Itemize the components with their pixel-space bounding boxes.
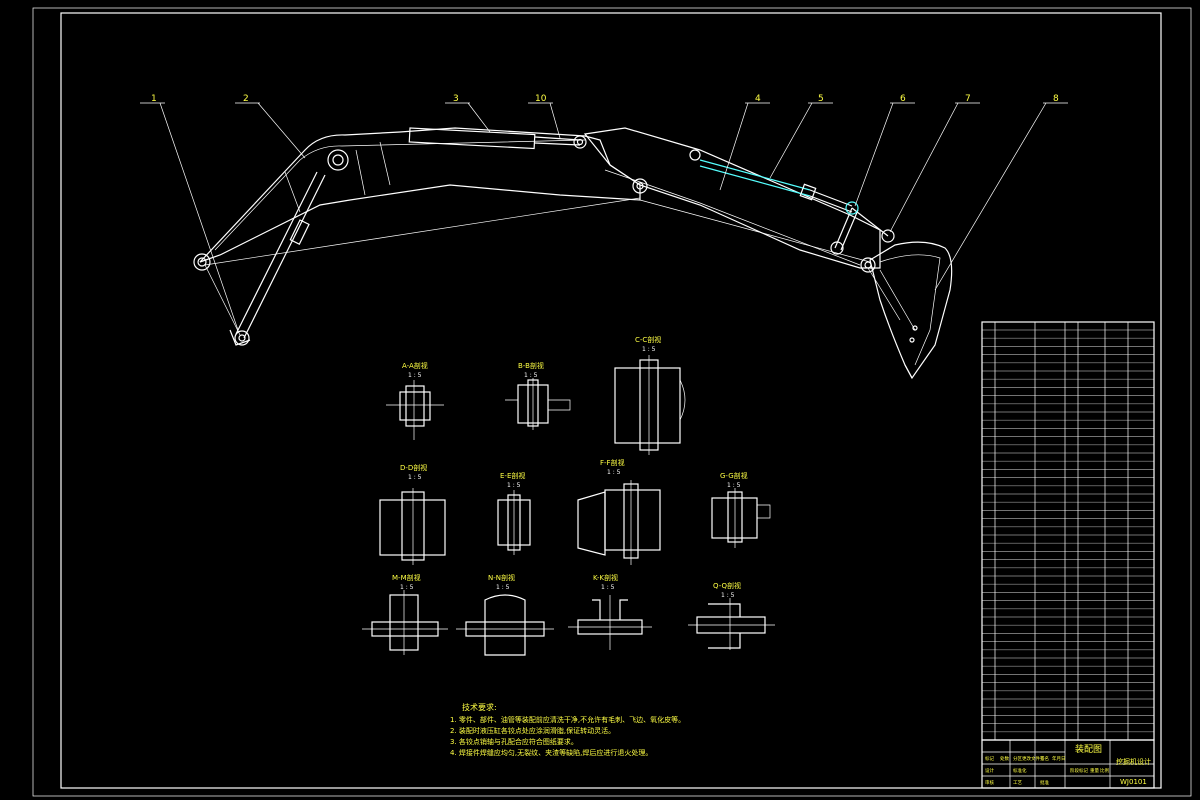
title-block-label: 标记 bbox=[985, 755, 994, 762]
boom-assembly bbox=[193, 127, 648, 336]
svg-text:1 : 5: 1 : 5 bbox=[524, 372, 538, 379]
notes-line-3: 3. 各铰点销轴与孔配合应符合图纸要求。 bbox=[450, 737, 578, 746]
title-block-label: 标准化 bbox=[1013, 767, 1027, 774]
title-block-label: 签名 bbox=[1040, 755, 1049, 762]
boom-cylinder-base-pin bbox=[234, 330, 250, 346]
svg-text:1 : 5: 1 : 5 bbox=[408, 372, 422, 379]
svg-text:1 : 5: 1 : 5 bbox=[507, 482, 521, 489]
boom-head-pin bbox=[632, 178, 648, 194]
notes-line-2: 2. 装配时液压缸各铰点处应涂润滑脂,保证转动灵活。 bbox=[450, 726, 615, 735]
svg-text:N-N剖视: N-N剖视 bbox=[488, 573, 515, 582]
title-block-label: 审核 bbox=[985, 779, 994, 786]
bucket-cylinder bbox=[699, 159, 853, 213]
balloon-10: 10 bbox=[535, 94, 547, 104]
title-block-label: 年月日 bbox=[1052, 755, 1066, 762]
detail-d-d: D-D剖视 1 : 5 bbox=[379, 463, 446, 565]
parts-list-table bbox=[981, 321, 1155, 741]
stick-upper-pin bbox=[689, 149, 701, 161]
svg-text:D-D剖视: D-D剖视 bbox=[400, 463, 427, 472]
title-block-label: 更改文件号 bbox=[1022, 755, 1045, 762]
title-drawing-name: 装配图 bbox=[1075, 743, 1102, 755]
detail-k-k: K-K剖视 1 : 5 bbox=[568, 573, 652, 650]
outer-frame bbox=[32, 7, 1192, 797]
title-block-label: 处数 bbox=[1000, 755, 1009, 762]
svg-text:1 : 5: 1 : 5 bbox=[408, 474, 422, 481]
balloon-2: 2 bbox=[243, 94, 249, 104]
detail-m-m: M-M剖视 1 : 5 bbox=[362, 573, 448, 655]
balloon-6: 6 bbox=[900, 94, 906, 104]
svg-text:F-F剖视: F-F剖视 bbox=[600, 458, 625, 467]
balloon-5: 5 bbox=[818, 94, 824, 104]
stick-cylinder bbox=[408, 127, 587, 150]
balloon-1: 1 bbox=[151, 94, 157, 104]
link-pin-k bbox=[881, 229, 895, 243]
link-pin-m bbox=[845, 201, 859, 215]
boom-cylinder-pin bbox=[327, 149, 349, 171]
title-drawing-number: WJ0101 bbox=[1120, 778, 1147, 786]
boom-cylinder bbox=[229, 171, 326, 346]
notes-line-4: 4. 焊接件焊缝应均匀,无裂纹、夹渣等缺陷,焊后应进行退火处理。 bbox=[450, 748, 652, 757]
balloon-8: 8 bbox=[1053, 94, 1059, 104]
balloon-4: 4 bbox=[755, 94, 761, 104]
svg-text:Q-Q剖视: Q-Q剖视 bbox=[713, 581, 741, 590]
svg-text:M-M剖视: M-M剖视 bbox=[392, 573, 421, 582]
notes-heading: 技术要求: bbox=[462, 702, 497, 712]
inner-frame bbox=[60, 12, 1162, 789]
svg-text:1 : 5: 1 : 5 bbox=[607, 469, 621, 476]
detail-q-q: Q-Q剖视 1 : 5 bbox=[688, 581, 775, 650]
detail-f-f: F-F剖视 1 : 5 bbox=[577, 458, 661, 565]
svg-text:1 : 5: 1 : 5 bbox=[642, 346, 656, 353]
detail-c-c: C-C剖视 1 : 5 bbox=[614, 335, 686, 455]
svg-text:1 : 5: 1 : 5 bbox=[601, 584, 615, 591]
svg-text:E-E剖视: E-E剖视 bbox=[500, 471, 525, 480]
title-block-label: 工艺 bbox=[1013, 780, 1022, 786]
title-block-label: 比例 bbox=[1100, 767, 1109, 774]
stick-cylinder-pin bbox=[573, 135, 587, 149]
svg-text:1 : 5: 1 : 5 bbox=[721, 592, 735, 599]
detail-e-e: E-E剖视 1 : 5 bbox=[497, 471, 531, 555]
stick-tip-pin bbox=[860, 257, 876, 273]
title-block-label: 重量 bbox=[1090, 767, 1099, 774]
title-block-label: 阶段标记 bbox=[1070, 767, 1088, 774]
detail-row-1: A-A剖视 1 : 5 B-B剖视 1 : 5 C-C剖视 1 : 5 bbox=[386, 335, 686, 455]
detail-row-3: M-M剖视 1 : 5 N-N剖视 1 : 5 K-K剖视 1 : 5 Q-Q剖… bbox=[362, 573, 775, 656]
svg-text:K-K剖视: K-K剖视 bbox=[593, 573, 618, 582]
title-block-label: 分区 bbox=[1013, 755, 1022, 762]
title-company: 挖掘机设计 bbox=[1116, 757, 1151, 766]
svg-text:A-A剖视: A-A剖视 bbox=[402, 361, 428, 370]
svg-text:1 : 5: 1 : 5 bbox=[727, 482, 741, 489]
svg-text:C-C剖视: C-C剖视 bbox=[635, 335, 661, 344]
svg-text:B-B剖视: B-B剖视 bbox=[518, 361, 544, 370]
bucket bbox=[867, 241, 953, 380]
svg-text:1 : 5: 1 : 5 bbox=[400, 584, 414, 591]
balloon-7: 7 bbox=[965, 94, 971, 104]
title-block-label: 设计 bbox=[985, 767, 994, 774]
link-pin-n bbox=[830, 241, 844, 255]
technical-notes: 技术要求: 1. 零件、部件、油管等装配前应清洗干净,不允许有毛刺、飞边、氧化皮… bbox=[450, 702, 685, 757]
svg-text:1 : 5: 1 : 5 bbox=[496, 584, 510, 591]
detail-a-a: A-A剖视 1 : 5 bbox=[386, 361, 444, 440]
balloon-labels: 1 2 3 10 4 5 6 7 8 bbox=[140, 94, 1068, 331]
notes-line-1: 1. 零件、部件、油管等装配前应清洗干净,不允许有毛刺、飞边、氧化皮等。 bbox=[450, 715, 685, 724]
detail-g-g: G-G剖视 1 : 5 bbox=[711, 471, 771, 548]
bucket-linkage bbox=[830, 201, 895, 255]
title-block-label: 批准 bbox=[1040, 779, 1049, 786]
detail-row-2: D-D剖视 1 : 5 E-E剖视 1 : 5 F-F剖视 1 : 5 G-G剖… bbox=[379, 458, 771, 565]
boom-foot-pin bbox=[193, 253, 211, 271]
detail-n-n: N-N剖视 1 : 5 bbox=[456, 573, 554, 656]
title-block: 装配图 挖掘机设计 WJ0101 bbox=[981, 739, 1155, 789]
svg-text:G-G剖视: G-G剖视 bbox=[720, 471, 748, 480]
detail-b-b: B-B剖视 1 : 5 bbox=[505, 361, 571, 430]
balloon-3: 3 bbox=[453, 94, 459, 104]
